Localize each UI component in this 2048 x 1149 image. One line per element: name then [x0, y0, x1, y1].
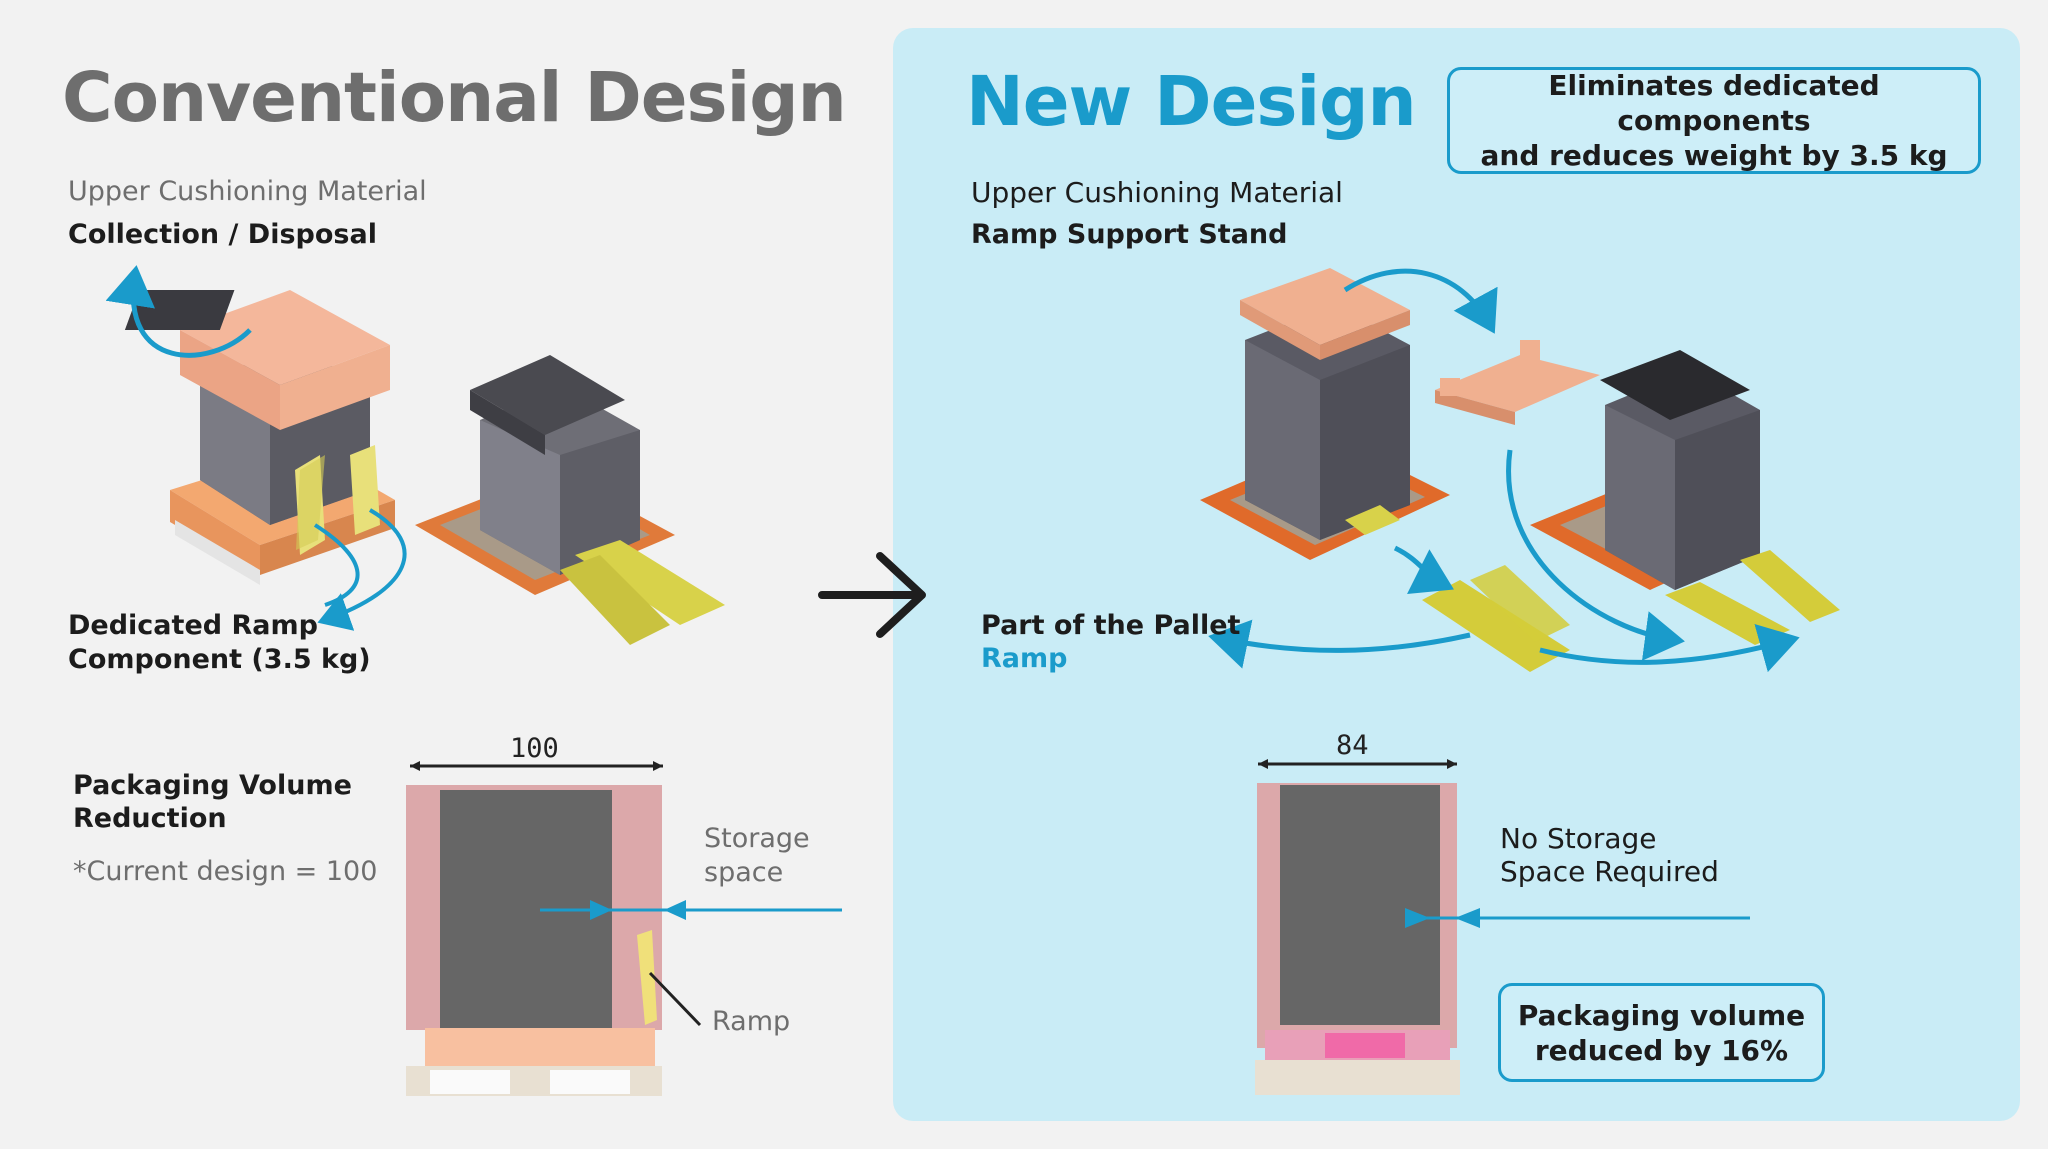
conventional-upper-action: Collection / Disposal: [68, 219, 377, 250]
conventional-ramp-label: Ramp: [712, 1006, 791, 1037]
new-width-dim: 84: [1336, 730, 1369, 761]
dedicated-ramp-label: Dedicated Ramp Component (3.5 kg): [68, 609, 371, 677]
ramp-support-stand: [1435, 340, 1600, 425]
storage-space-line2: space: [704, 857, 784, 888]
conventional-unpacked-machine: [415, 355, 725, 645]
conventional-upper-label: Upper Cushioning Material: [68, 176, 427, 207]
stand-to-machine-arrow: [1506, 449, 1685, 661]
new-packed-machine: [1200, 268, 1450, 560]
stand-arrow: [1343, 268, 1498, 334]
current-design-note: *Current design = 100: [73, 856, 378, 887]
volume-callout-text: Packaging volume reduced by 16%: [1517, 998, 1806, 1067]
transition-arrow: [818, 552, 926, 638]
new-upper-action: Ramp Support Stand: [971, 219, 1288, 250]
volume-callout: Packaging volume reduced by 16%: [1498, 983, 1825, 1082]
conventional-title: Conventional Design: [62, 58, 847, 138]
new-pallet-ramps: [1422, 565, 1570, 672]
new-ramp-label: Ramp: [981, 643, 1068, 674]
dedicated-ramp-line2: Component (3.5 kg): [68, 644, 371, 675]
volume-reduction-line1: Packaging Volume: [73, 770, 352, 801]
storage-space-line1: Storage: [704, 823, 810, 854]
weight-callout: Eliminates dedicated components and redu…: [1447, 67, 1981, 174]
collection-arrow: [105, 265, 252, 358]
new-design-title: New Design: [966, 62, 1417, 142]
volume-reduction-line2: Reduction: [73, 803, 227, 834]
pallet-ramp-arrow: [1208, 619, 1471, 669]
conventional-volume-section: [406, 761, 842, 1096]
new-upper-label: Upper Cushioning Material: [971, 176, 1343, 209]
weight-callout-text: Eliminates dedicated components and redu…: [1480, 69, 1948, 172]
new-volume-section: [1255, 759, 1750, 1095]
no-storage-line2: Space Required: [1500, 855, 1719, 888]
pallet-part-label: Part of the Pallet: [981, 610, 1241, 641]
volume-reduction-label: Packaging Volume Reduction: [73, 769, 352, 835]
no-storage-label: No Storage Space Required: [1500, 822, 1719, 888]
no-storage-line1: No Storage: [1500, 822, 1657, 855]
conventional-width-dim: 100: [510, 733, 559, 764]
dedicated-ramp-line1: Dedicated Ramp: [68, 610, 318, 641]
conventional-packed-machine: [124, 290, 395, 585]
storage-space-label: Storage space: [704, 822, 810, 890]
ramp-to-machine-arrow: [1539, 623, 1800, 673]
